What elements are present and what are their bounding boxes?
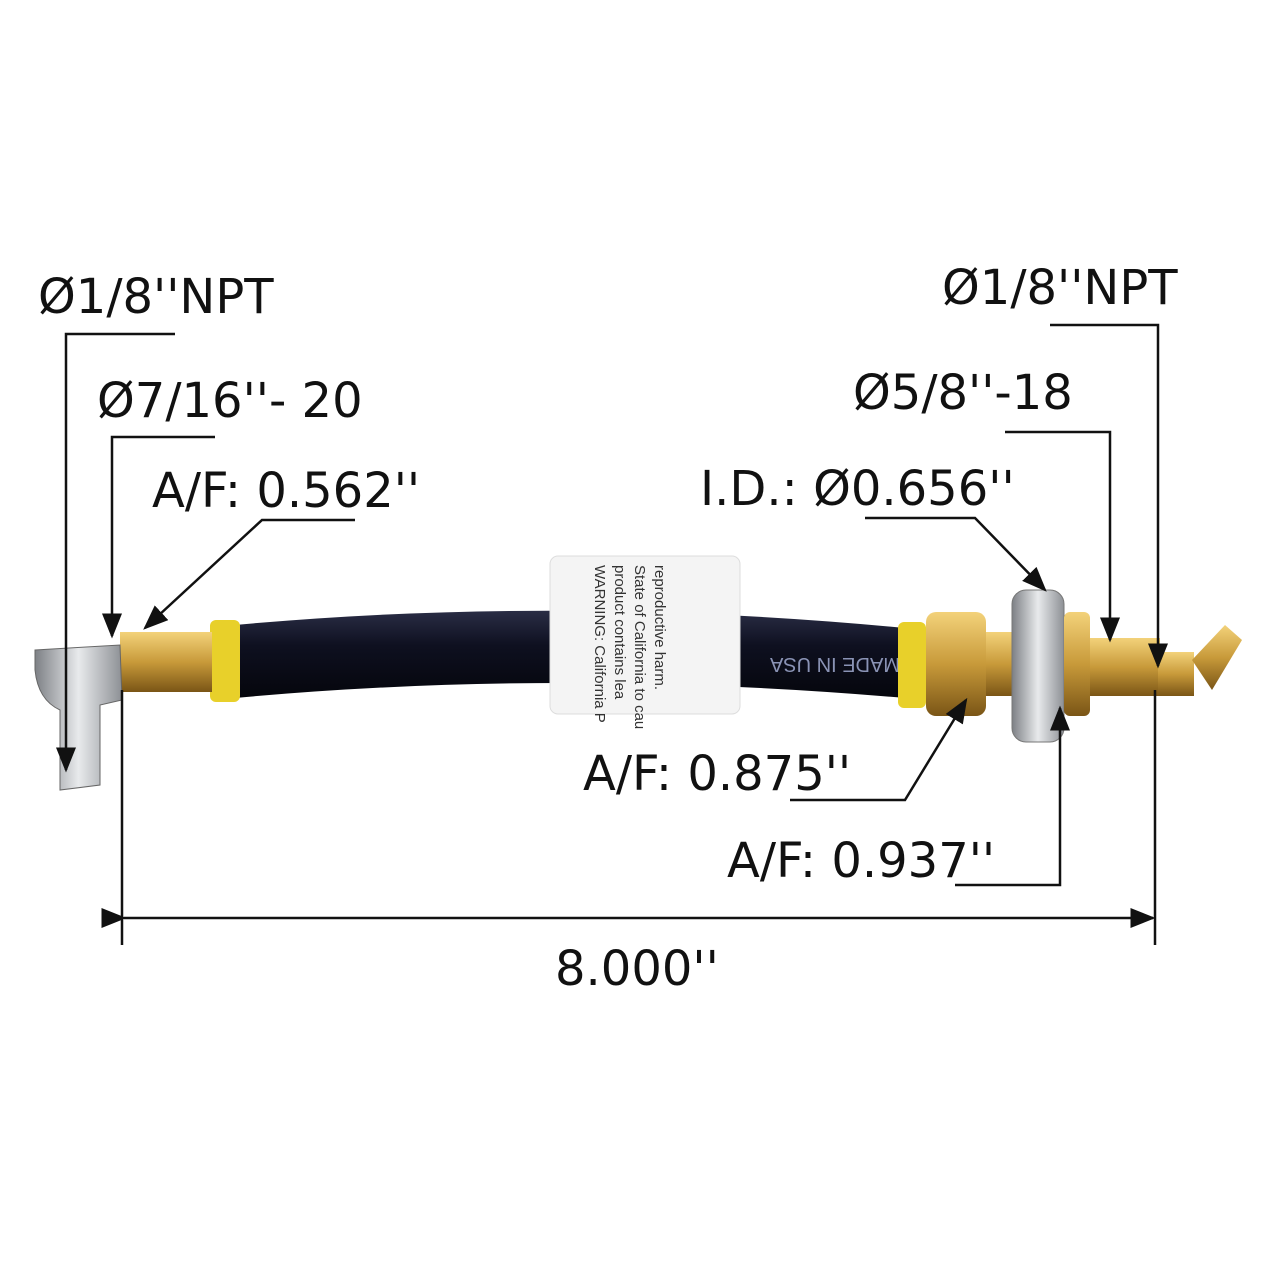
inner-diameter-label: I.D.: Ø0.656'' (700, 461, 1015, 517)
hose-print: MADE IN USA (769, 653, 900, 675)
svg-text:WARNING: California P: WARNING: California P (591, 565, 608, 723)
ferrule-band-right (898, 622, 926, 708)
af-0937-label: A/F: 0.937'' (727, 833, 995, 889)
washer (1011, 589, 1065, 743)
svg-text:product contains lea: product contains lea (611, 565, 628, 700)
dimension-lines (56, 323, 1168, 945)
hose-assembly: WARNING: California P product contains l… (34, 555, 1242, 791)
left-af-label: A/F: 0.562'' (152, 463, 420, 519)
left-thread-label: Ø7/16''- 20 (97, 373, 363, 429)
warning-tag (549, 555, 741, 715)
brass-body (986, 632, 1016, 696)
brass-hex-0875 (926, 612, 986, 716)
warning-tag-text: WARNING: California P product contains l… (591, 565, 668, 729)
grease-fitting-tip (1192, 625, 1242, 690)
overall-length-label: 8.000'' (555, 941, 719, 997)
af-0875-label: A/F: 0.875'' (583, 746, 851, 802)
ferrule-band-left (210, 620, 240, 702)
brass-hex-0937 (1064, 612, 1090, 716)
left-npt-label: Ø1/8''NPT (38, 269, 274, 325)
right-thread-label: Ø5/8''-18 (853, 365, 1073, 421)
grease-fitting-base (1158, 652, 1194, 696)
threaded-stem (1090, 638, 1160, 696)
svg-text:State of California to cau: State of California to cau (631, 565, 648, 729)
swivel-nut-left (120, 632, 212, 692)
svg-text:reproductive harm.: reproductive harm. (651, 565, 668, 690)
elbow-fitting (34, 644, 123, 791)
right-npt-label: Ø1/8''NPT (942, 260, 1178, 316)
